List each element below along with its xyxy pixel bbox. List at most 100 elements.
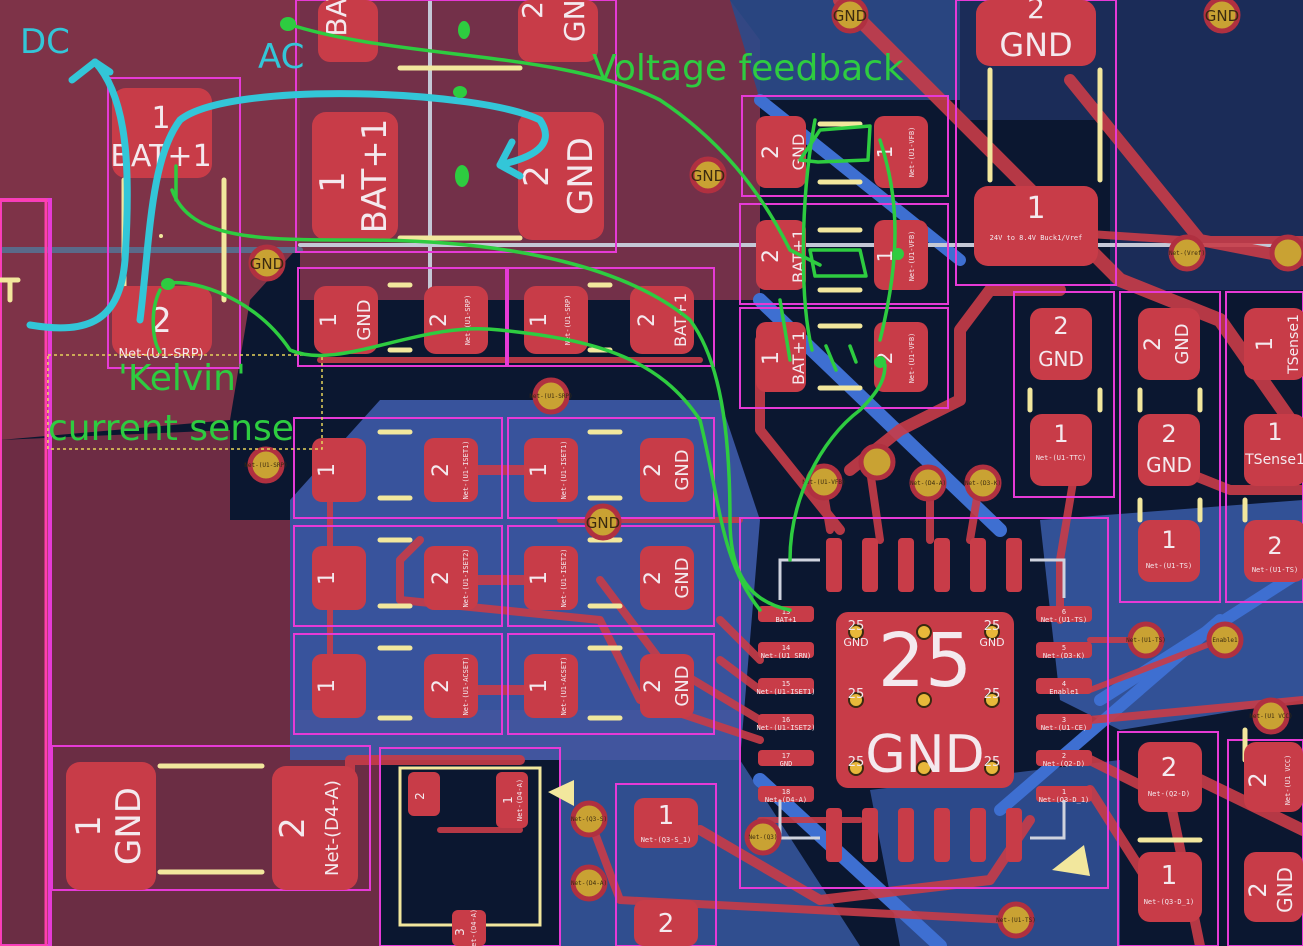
svg-text:Net-(D3-K): Net-(D3-K) [965, 480, 1001, 487]
pad-net: BAT [320, 0, 353, 37]
pad-big-bat[interactable] [312, 112, 398, 240]
svg-text:1: 1 [315, 679, 340, 693]
svg-text:1: 1 [658, 801, 675, 831]
svg-text:2: 2 [1267, 532, 1282, 560]
svg-text:1: 1 [315, 571, 340, 585]
pad-top-bat[interactable] [318, 0, 378, 62]
svg-text:Net-(U1 VCC): Net-(U1 VCC) [1284, 755, 1292, 806]
ic-pad-number: 25 [878, 618, 972, 704]
svg-text:2: 2 [1062, 752, 1066, 760]
svg-text:TSense1: TSense1 [1286, 314, 1302, 375]
svg-text:Net-(Q3-S_1): Net-(Q3-S_1) [641, 836, 692, 844]
svg-text:24V to 8.4V Buck1/Vref: 24V to 8.4V Buck1/Vref [990, 234, 1083, 242]
svg-text:Net-(U1-SRP): Net-(U1-SRP) [564, 295, 572, 346]
svg-text:2: 2 [1244, 882, 1272, 897]
svg-text:GND: GND [780, 760, 793, 768]
vias [159, 0, 1303, 939]
svg-text:2: 2 [429, 679, 454, 693]
svg-text:3: 3 [453, 928, 467, 936]
svg-text:2: 2 [427, 313, 452, 327]
svg-text:GND: GND [250, 255, 284, 273]
svg-text:16: 16 [782, 716, 790, 724]
svg-text:GND: GND [979, 636, 1004, 649]
svg-text:GND: GND [1038, 347, 1084, 371]
svg-text:2: 2 [1244, 772, 1272, 787]
pad-top-gnd[interactable] [518, 0, 598, 62]
annotation-current-path [26, 58, 549, 332]
svg-text:Enable1: Enable1 [1049, 688, 1079, 696]
pin1-marker [548, 780, 574, 806]
svg-text:Net-(U1-ISET1): Net-(U1-ISET1) [756, 688, 815, 696]
svg-text:Net-(Q2-D): Net-(Q2-D) [1043, 760, 1085, 768]
via [247, 0, 1303, 939]
svg-text:Net-(Q2-D): Net-(Q2-D) [1148, 790, 1190, 798]
svg-text:25: 25 [848, 619, 865, 634]
svg-text:2: 2 [413, 792, 427, 800]
svg-text:1: 1 [527, 679, 552, 693]
svg-text:TSense1: TSense1 [1244, 452, 1303, 468]
pad-net: Net-(U1-SRP) [118, 347, 203, 362]
svg-text:Net-(U1-ACSET): Net-(U1-ACSET) [560, 656, 568, 715]
svg-text:2: 2 [429, 571, 454, 585]
svg-text:Net-(D4-A): Net-(D4-A) [470, 909, 478, 946]
svg-text:Net-(U1-CE): Net-(U1-CE) [1041, 724, 1087, 732]
svg-text:Net-(U1-TS): Net-(U1-TS) [1252, 566, 1298, 574]
annotation-sense-wires [151, 22, 897, 612]
svg-text:1: 1 [1267, 418, 1282, 446]
svg-text:1: 1 [501, 796, 515, 804]
svg-text:Net-(U1-SRP): Net-(U1-SRP) [244, 462, 287, 469]
svg-text:GND: GND [843, 636, 868, 649]
ic-outline [778, 558, 1066, 840]
pad-sense-resistor-2[interactable] [112, 286, 212, 356]
svg-text:Net-(Q3-S): Net-(Q3-S) [571, 816, 607, 823]
svg-text:1: 1 [69, 815, 109, 837]
svg-text:GND: GND [354, 299, 375, 340]
pin1-marker [1052, 845, 1090, 876]
svg-text:2: 2 [273, 817, 313, 839]
svg-text:1: 1 [315, 463, 340, 477]
svg-text:Net-(U1-VFB): Net-(U1-VFB) [802, 479, 845, 486]
svg-text:1: 1 [1062, 788, 1066, 796]
pad-number: 1 [151, 101, 170, 136]
ic-pad-net: GND [865, 725, 984, 785]
svg-text:GND: GND [672, 665, 693, 706]
svg-text:Net-(D4-A): Net-(D4-A) [322, 780, 343, 876]
svg-text:2: 2 [641, 463, 666, 477]
pad-number: 2 [516, 1, 549, 19]
svg-text:Net-(U1 SRN): Net-(U1 SRN) [761, 652, 812, 660]
svg-text:1: 1 [1053, 420, 1068, 448]
svg-text:2: 2 [1161, 420, 1176, 448]
svg-text:25: 25 [984, 687, 1001, 702]
silkscreen [0, 65, 1248, 927]
ic-pins [758, 538, 1092, 862]
svg-text:Net-(U1-ISET2): Net-(U1-ISET2) [560, 548, 568, 607]
svg-text:Net-(D4-A): Net-(D4-A) [571, 880, 607, 887]
svg-text:GND: GND [999, 26, 1072, 64]
pad-net: GND [558, 0, 591, 42]
pad-sense-resistor-1[interactable] [112, 88, 212, 178]
svg-text:2: 2 [635, 313, 660, 327]
pad-net: BAT+1 [355, 119, 395, 234]
svg-text:Net-(U1-VFB): Net-(U1-VFB) [908, 127, 916, 178]
svg-text:6: 6 [1062, 608, 1066, 616]
svg-text:Net-(U1-TS): Net-(U1-TS) [996, 917, 1036, 924]
ic-thermal-vias [848, 624, 1000, 776]
pad-number: 2 [517, 165, 557, 187]
svg-text:GND: GND [1146, 453, 1192, 477]
svg-text:BAT+1: BAT+1 [671, 293, 690, 347]
svg-text:Net-(U1-SRP): Net-(U1-SRP) [464, 295, 472, 346]
svg-text:5: 5 [1062, 644, 1066, 652]
svg-text:13: 13 [782, 608, 790, 616]
svg-text:1: 1 [527, 571, 552, 585]
svg-text:GND: GND [109, 787, 149, 865]
svg-text:BAT+1: BAT+1 [789, 331, 808, 385]
annotation-ac-label: AC [258, 37, 304, 77]
annotation-kelvin-label: 'Kelvin' [118, 358, 246, 399]
svg-text:1: 1 [1161, 526, 1176, 554]
svg-text:4: 4 [1062, 680, 1066, 688]
annotation-dc-label: DC [20, 22, 70, 62]
svg-text:Net-(Q3-D_1): Net-(Q3-D_1) [1039, 796, 1090, 804]
selection-box[interactable] [47, 354, 323, 450]
svg-text:1: 1 [759, 351, 784, 365]
